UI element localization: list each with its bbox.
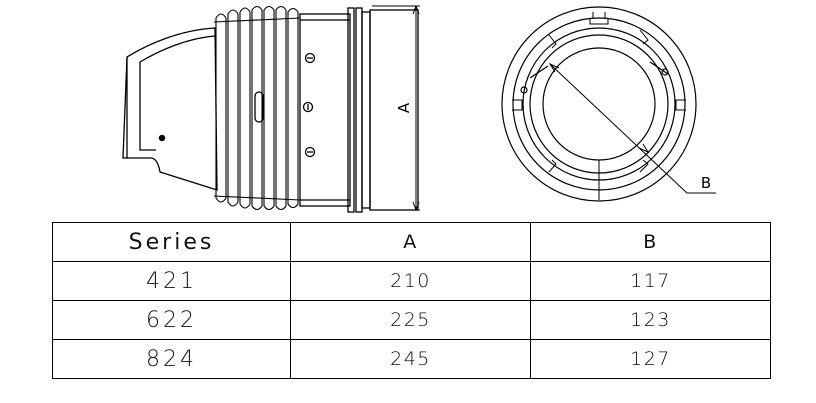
table-row: 421 210 117 xyxy=(52,261,771,301)
table-header-row: Series A B xyxy=(52,222,771,262)
header-b: B xyxy=(530,222,771,262)
rim-tabs xyxy=(512,12,686,200)
dimension-b xyxy=(548,62,716,194)
header-a: A xyxy=(290,222,531,262)
table-row: 824 245 127 xyxy=(52,339,771,379)
cell-series: 622 xyxy=(52,300,291,340)
front-view xyxy=(501,6,716,202)
series-dimension-table: Series A B 421 210 117 622 225 123 824 2… xyxy=(52,222,771,379)
spout-inner-line xyxy=(139,35,216,151)
collar-screws xyxy=(302,52,316,158)
bore xyxy=(542,47,656,161)
side-view xyxy=(122,4,420,213)
dimension-a xyxy=(372,4,420,212)
ring-1 xyxy=(522,27,676,181)
outer-rim xyxy=(501,6,697,202)
collar xyxy=(299,13,351,207)
cell-a: 225 xyxy=(290,300,531,340)
spout-screw xyxy=(158,134,166,142)
cell-series: 824 xyxy=(52,339,291,379)
flange xyxy=(347,7,419,213)
dimension-a-label: A xyxy=(395,102,413,113)
header-series: Series xyxy=(52,222,291,262)
table-row: 622 225 123 xyxy=(52,300,771,340)
ring-2 xyxy=(529,34,669,174)
spout-body xyxy=(122,27,218,191)
cell-b: 127 xyxy=(530,339,771,379)
technical-drawing: A B xyxy=(122,4,716,213)
cell-b: 117 xyxy=(530,261,771,301)
cell-series: 421 xyxy=(52,261,291,301)
cell-b: 123 xyxy=(530,300,771,340)
cell-a: 210 xyxy=(290,261,531,301)
bellows-slot xyxy=(254,91,264,123)
cell-a: 245 xyxy=(290,339,531,379)
dimension-b-label: B xyxy=(701,174,711,192)
bellows xyxy=(213,5,301,211)
